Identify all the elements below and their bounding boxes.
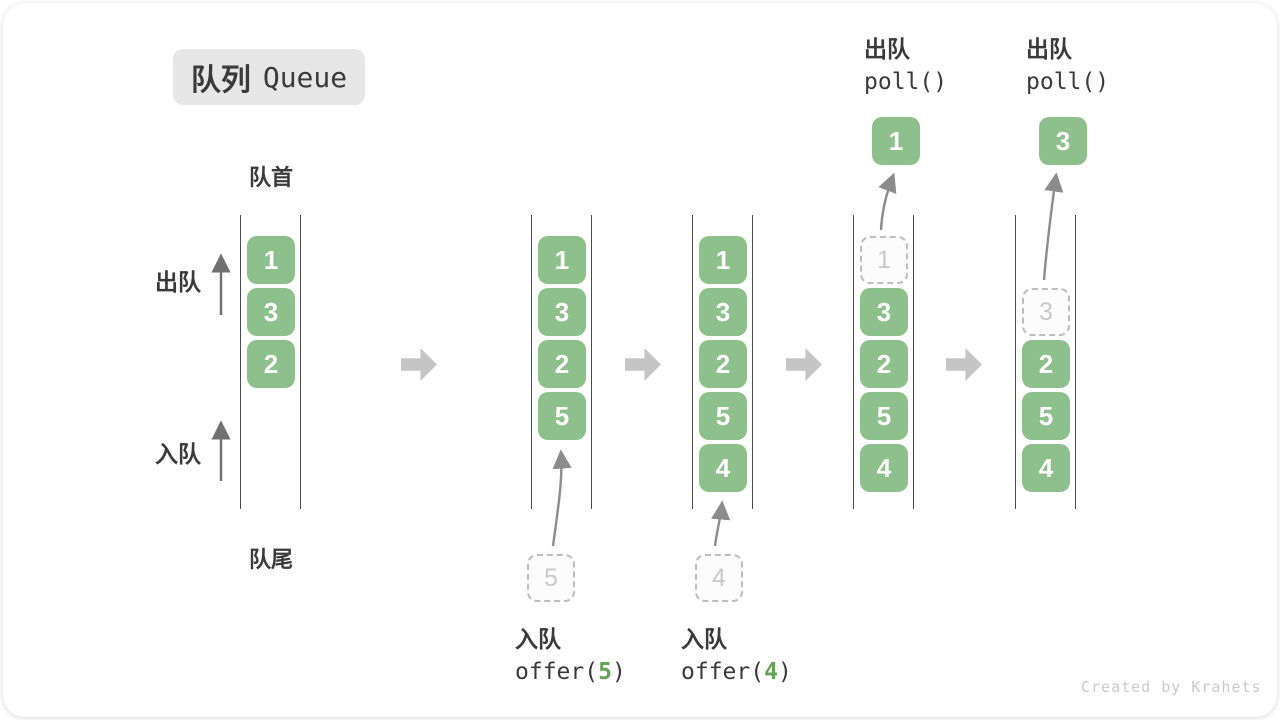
queue-item: 3 [538, 288, 586, 336]
enqueue-op-cjk: 入队 [681, 626, 727, 652]
queue-item: 2 [247, 340, 295, 388]
queue-front-label: 队首 [248, 165, 294, 190]
pending-item-ghost: 5 [527, 554, 575, 602]
dequeue-op-cjk: 出队 [864, 36, 910, 62]
queue-item-ghost: 3 [1022, 288, 1070, 336]
step-right-arrow-icon [946, 348, 982, 381]
dequeue-side-label: 出队 [155, 269, 201, 295]
queue-walls-queue-after-offer-5 [531, 215, 592, 509]
queue-item: 2 [1022, 340, 1070, 388]
dequeue-op-cjk: 出队 [1026, 36, 1072, 62]
pending-item-ghost: 4 [695, 554, 743, 602]
title-badge: 队列 Queue [173, 49, 365, 105]
enqueue-curved-arrow-icon [711, 500, 731, 547]
enqueue-op-code: offer(5) [515, 659, 626, 685]
enqueue-op-cjk: 入队 [515, 626, 561, 652]
queue-item: 2 [538, 340, 586, 388]
queue-item: 3 [860, 288, 908, 336]
enqueue-op-code: offer(4) [681, 659, 792, 685]
queue-rear-label: 队尾 [248, 547, 294, 572]
enqueue-op-label: 入队 offer(5) [515, 623, 626, 689]
queue-item-ghost: 1 [860, 236, 908, 284]
title-zh: 队列 [190, 64, 251, 97]
queue-item: 5 [538, 392, 586, 440]
queue-walls-queue-after-offer-4 [692, 215, 753, 509]
queue-item: 4 [1022, 444, 1070, 492]
queue-item: 4 [699, 444, 747, 492]
title-en: Queue [262, 60, 348, 94]
queue-item: 1 [247, 236, 295, 284]
queue-item: 4 [860, 444, 908, 492]
enqueue-op-label: 入队 offer(4) [681, 623, 792, 689]
step-right-arrow-icon [786, 348, 822, 381]
step-right-arrow-icon [625, 348, 661, 381]
queue-item: 5 [699, 392, 747, 440]
dequeue-op-label: 出队 poll() [864, 33, 947, 99]
watermark: Created by Krahets [1081, 678, 1262, 696]
queue-item: 2 [860, 340, 908, 388]
queue-walls-queue-initial [240, 215, 301, 509]
queue-walls-queue-after-poll-1 [853, 215, 914, 509]
dequeue-op-label: 出队 poll() [1026, 33, 1109, 99]
enqueue-side-label: 入队 [155, 441, 201, 467]
queue-walls-queue-after-poll-3 [1015, 215, 1076, 509]
popped-item: 3 [1039, 117, 1087, 165]
queue-item: 1 [699, 236, 747, 284]
queue-item: 5 [1022, 392, 1070, 440]
queue-item: 5 [860, 392, 908, 440]
dequeue-op-code: poll() [864, 69, 948, 95]
popped-item: 1 [872, 117, 920, 165]
queue-item: 2 [699, 340, 747, 388]
step-right-arrow-icon [401, 348, 437, 381]
dequeue-op-code: poll() [1026, 69, 1110, 95]
queue-item: 1 [538, 236, 586, 284]
queue-item: 3 [699, 288, 747, 336]
queue-item: 3 [247, 288, 295, 336]
